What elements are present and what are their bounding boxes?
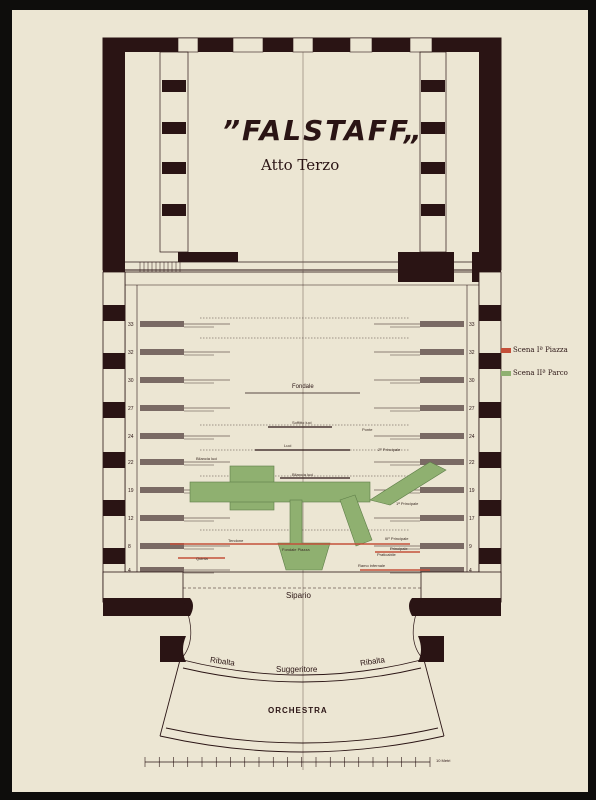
stage-annotation: Ramo infernale — [358, 563, 386, 568]
batten-left — [140, 567, 184, 573]
label-suggeritore: Suggeritore — [276, 665, 318, 674]
batten-number-right: 27 — [469, 406, 475, 412]
batten-left — [140, 459, 184, 465]
legend-swatch-parco — [501, 371, 511, 376]
batten-numbers: 33 32 30 27 24 22 19 12 8 4 33 32 30 27 24 22 19 17 9 4 — [128, 322, 475, 574]
batten-right — [420, 321, 464, 327]
page-subtitle: Atto Terzo — [261, 156, 340, 174]
label-fondale: Fondale — [292, 384, 314, 390]
batten-left — [140, 405, 184, 411]
label-sipario: Sipario — [286, 591, 311, 600]
batten-number-left: 19 — [128, 488, 134, 494]
legend-label-parco: Scena IIª Parco — [513, 369, 568, 377]
stage-annotation: 1ª Principale — [396, 501, 419, 506]
legend-swatch-piazza — [501, 348, 511, 353]
batten-left — [140, 321, 184, 327]
batten-left — [140, 349, 184, 355]
scale-unit-label: 10 Metri — [436, 758, 451, 763]
batten-lines — [140, 317, 464, 574]
batten-number-right: 22 — [469, 460, 475, 466]
batten-number-left: 8 — [128, 544, 131, 550]
batten-number-left: 30 — [128, 378, 134, 384]
batten-number-left: 32 — [128, 350, 134, 356]
batten-number-left: 33 — [128, 322, 134, 328]
stage-annotation: Luci — [284, 443, 291, 448]
scale-bar — [144, 757, 431, 767]
batten-right — [420, 405, 464, 411]
batten-number-left: 24 — [128, 434, 134, 440]
batten-number-right: 30 — [469, 378, 475, 384]
batten-right — [420, 433, 464, 439]
batten-right — [420, 567, 464, 573]
stage-walls — [102, 262, 502, 603]
batten-number-right: 33 — [469, 322, 475, 328]
batten-number-right: 24 — [469, 434, 475, 440]
orchestra-pit — [159, 659, 445, 753]
batten-right — [420, 515, 464, 521]
batten-left — [140, 543, 184, 549]
legend-label-piazza: Scena Iª Piazza — [513, 346, 568, 354]
stage-annotation: Quinta — [196, 556, 209, 561]
batten-number-right: 9 — [469, 544, 472, 550]
batten-right — [420, 377, 464, 383]
rear-building — [102, 37, 502, 282]
stage-annotation: Tendone — [228, 538, 244, 543]
stage-annotation: Principale — [390, 546, 408, 551]
label-orchestra: ORCHESTRA — [268, 706, 328, 715]
batten-right — [420, 349, 464, 355]
proscenium — [102, 571, 502, 662]
stage-annotation: Praticabile — [377, 552, 396, 557]
stage-annotation: 2º Principale — [378, 447, 401, 452]
batten-right — [420, 459, 464, 465]
batten-right — [420, 543, 464, 549]
page-title: ”FALSTAFF„ — [222, 114, 424, 147]
batten-number-right: 19 — [469, 488, 475, 494]
parco-scenery — [189, 461, 447, 571]
batten-number-left: 22 — [128, 460, 134, 466]
stage-annotation: Bilancia luci — [196, 456, 217, 461]
batten-left — [140, 433, 184, 439]
stage-annotation: Fondale Piazza — [282, 547, 310, 552]
batten-number-left: 12 — [128, 516, 134, 522]
batten-right — [420, 487, 464, 493]
stage-annotation: IIIº Principale — [385, 536, 409, 541]
stage-annotation: Ponte — [362, 427, 373, 432]
batten-number-right: 17 — [469, 516, 475, 522]
batten-left — [140, 487, 184, 493]
piazza-scenery — [170, 543, 430, 571]
batten-number-right: 32 — [469, 350, 475, 356]
batten-left — [140, 515, 184, 521]
batten-number-left: 4 — [128, 568, 131, 574]
batten-number-left: 27 — [128, 406, 134, 412]
batten-number-right: 4 — [469, 568, 472, 574]
batten-left — [140, 377, 184, 383]
stage-annotation: Soffitto luci — [292, 420, 312, 425]
stage-annotation: Bilancia luci — [292, 472, 313, 477]
